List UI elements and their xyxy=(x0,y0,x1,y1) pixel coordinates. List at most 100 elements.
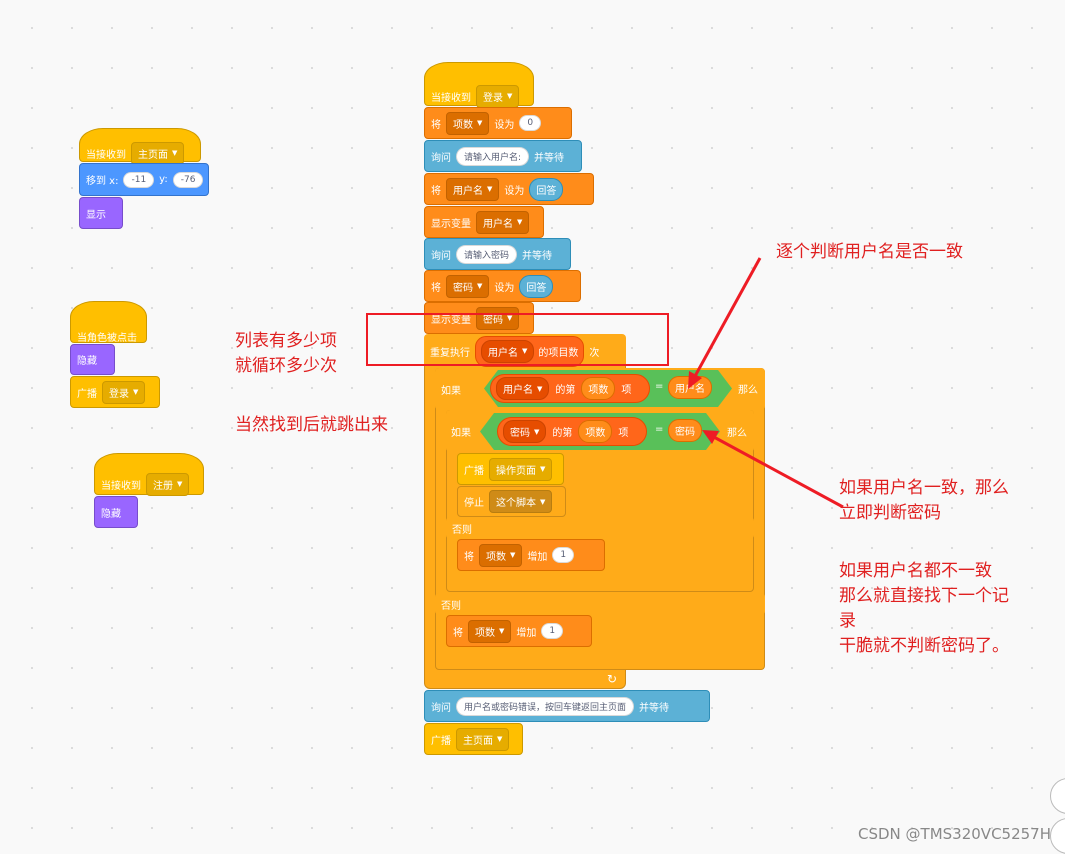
broadcast-login-block[interactable]: 广播 登录▼ xyxy=(70,376,160,408)
stop-this-script-block[interactable]: 停止 这个脚本▼ xyxy=(457,486,566,517)
variable-dropdown[interactable]: 用户名▼ xyxy=(476,210,530,234)
to-label: 设为 xyxy=(494,282,515,294)
broadcast-label: 广播 xyxy=(464,465,484,477)
index-reporter[interactable]: 项数 xyxy=(578,420,613,443)
chevron-down-icon: ▼ xyxy=(537,384,543,393)
index-reporter[interactable]: 项数 xyxy=(581,377,616,400)
and-wait-label: 并等待 xyxy=(639,702,670,714)
message-dropdown[interactable]: 主页面▼ xyxy=(131,141,185,165)
change-index-block[interactable]: 将 项数▼ 增加 1 xyxy=(446,615,592,647)
set-label: 将 xyxy=(431,119,441,131)
variable-dropdown[interactable]: 项数▼ xyxy=(468,619,512,643)
value-input[interactable]: 1 xyxy=(552,547,575,563)
show-variable-password-block[interactable]: 显示变量 密码▼ xyxy=(424,302,534,334)
broadcast-main-page-block[interactable]: 广播 主页面▼ xyxy=(424,723,523,755)
repeat-highlight-box xyxy=(366,313,669,366)
show-block[interactable]: 显示 xyxy=(79,197,123,229)
message-dropdown[interactable]: 操作页面▼ xyxy=(489,457,553,481)
note-line: 就循环多少次 xyxy=(235,356,337,376)
length-of-label: 的项目数 xyxy=(538,347,579,359)
hide-block[interactable]: 隐藏 xyxy=(94,496,138,528)
variable-dropdown[interactable]: 密码▼ xyxy=(446,274,490,298)
when-receive-main-page-hat[interactable]: 当接收到 主页面▼ xyxy=(79,128,201,165)
show-variable-label: 显示变量 xyxy=(431,218,471,230)
chevron-down-icon: ▼ xyxy=(487,185,493,193)
when-sprite-clicked-hat[interactable]: 当角色被点击 xyxy=(70,301,147,344)
username-reporter[interactable]: 用户名 xyxy=(668,376,712,399)
chevron-down-icon: ▼ xyxy=(172,149,178,157)
value-input[interactable]: 1 xyxy=(541,623,564,639)
x-input[interactable]: -11 xyxy=(123,171,155,188)
if-label: 如果 xyxy=(451,427,471,439)
when-receive-login-hat[interactable]: 当接收到 登录▼ xyxy=(424,62,534,108)
hide-label: 隐藏 xyxy=(77,356,97,367)
message-dropdown[interactable]: 登录▼ xyxy=(102,380,146,404)
go-to-label: 移到 x: xyxy=(86,176,119,187)
note-break-out: 当然找到后就跳出来 xyxy=(235,415,388,435)
change-label: 将 xyxy=(464,551,474,563)
prompt-input[interactable]: 请输入用户名: xyxy=(456,146,530,166)
note-line: 那么就直接找下一个记 xyxy=(839,586,1009,606)
item-of-list-reporter[interactable]: 用户名▼ 的第 项数 项 xyxy=(490,374,650,403)
else-label: 否则 xyxy=(452,524,472,536)
answer-reporter[interactable]: 回答 xyxy=(519,274,554,298)
y-input[interactable]: -76 xyxy=(172,171,204,188)
set-index-block[interactable]: 将 项数▼ 设为 0 xyxy=(424,107,572,139)
change-label: 将 xyxy=(453,627,463,639)
watermark: CSDN @TMS320VC5257H xyxy=(858,825,1051,843)
note-line: 干脆就不判断密码了。 xyxy=(839,636,1009,656)
hide-block[interactable]: 隐藏 xyxy=(70,344,115,375)
hat-label: 当接收到 xyxy=(431,92,471,104)
set-username-block[interactable]: 将 用户名▼ 设为 回答 xyxy=(424,173,594,205)
ask-username-block[interactable]: 询问 请输入用户名: 并等待 xyxy=(424,140,582,172)
to-label: 设为 xyxy=(494,119,515,131)
value-input[interactable]: 0 xyxy=(519,115,542,131)
password-reporter[interactable]: 密码 xyxy=(668,419,702,442)
variable-dropdown[interactable]: 项数▼ xyxy=(446,111,490,135)
else-inner-label-bar: 否则 xyxy=(446,517,754,539)
hat-label: 当接收到 xyxy=(101,480,141,492)
list-dropdown[interactable]: 用户名▼ xyxy=(496,377,550,400)
answer-reporter[interactable]: 回答 xyxy=(529,177,564,201)
chevron-down-icon: ▼ xyxy=(540,497,546,506)
by-label: 增加 xyxy=(527,551,548,563)
item-of-list-reporter[interactable]: 密码▼ 的第 项数 项 xyxy=(497,417,647,446)
zoom-out-button[interactable] xyxy=(1050,818,1065,854)
chevron-down-icon: ▼ xyxy=(507,92,513,100)
list-dropdown[interactable]: 密码▼ xyxy=(503,420,547,443)
broadcast-operation-page-block[interactable]: 广播 操作页面▼ xyxy=(457,453,564,485)
zoom-in-button[interactable] xyxy=(1050,778,1065,814)
set-password-block[interactable]: 将 密码▼ 设为 回答 xyxy=(424,270,581,302)
show-variable-username-block[interactable]: 显示变量 用户名▼ xyxy=(424,206,544,238)
chevron-down-icon: ▼ xyxy=(477,119,483,127)
change-index-block[interactable]: 将 项数▼ 增加 1 xyxy=(457,539,605,571)
message-dropdown[interactable]: 注册▼ xyxy=(146,472,190,496)
else-outer-label-bar: 否则 xyxy=(435,593,765,615)
equals-sign: = xyxy=(655,381,664,392)
else-label: 否则 xyxy=(441,600,461,612)
chevron-down-icon: ▼ xyxy=(534,427,540,436)
variable-dropdown[interactable]: 项数▼ xyxy=(479,543,523,567)
variable-dropdown[interactable]: 密码▼ xyxy=(476,306,520,330)
equals-sign: = xyxy=(655,424,664,435)
when-receive-register-hat[interactable]: 当接收到 注册▼ xyxy=(94,453,204,496)
message-dropdown[interactable]: 登录▼ xyxy=(476,84,520,108)
repeat-block-header[interactable]: 重复执行 用户名▼ 的项目数 次 xyxy=(424,334,626,368)
go-to-xy-block[interactable]: 移到 x: -11 y: -76 xyxy=(79,163,209,196)
prompt-input[interactable]: 请输入密码 xyxy=(456,244,518,264)
ask-error-block[interactable]: 询问 用户名或密码错误，按回车键返回主页面 并等待 xyxy=(424,690,710,722)
if-label: 如果 xyxy=(441,385,461,397)
ask-label: 询问 xyxy=(431,250,451,262)
chevron-down-icon: ▼ xyxy=(499,627,505,635)
prompt-input[interactable]: 用户名或密码错误，按回车键返回主页面 xyxy=(456,696,635,716)
list-dropdown[interactable]: 用户名▼ xyxy=(481,339,535,363)
message-dropdown[interactable]: 主页面▼ xyxy=(456,727,510,751)
set-label: 将 xyxy=(431,282,441,294)
variable-dropdown[interactable]: 用户名▼ xyxy=(446,177,500,201)
ask-password-block[interactable]: 询问 请输入密码 并等待 xyxy=(424,238,571,270)
note-line: 如果用户名一致，那么 xyxy=(839,478,1009,498)
stop-option-dropdown[interactable]: 这个脚本▼ xyxy=(489,490,553,513)
list-length-reporter[interactable]: 用户名▼ 的项目数 xyxy=(475,335,585,367)
set-label: 将 xyxy=(431,185,441,197)
arrow-to-username xyxy=(692,257,762,379)
